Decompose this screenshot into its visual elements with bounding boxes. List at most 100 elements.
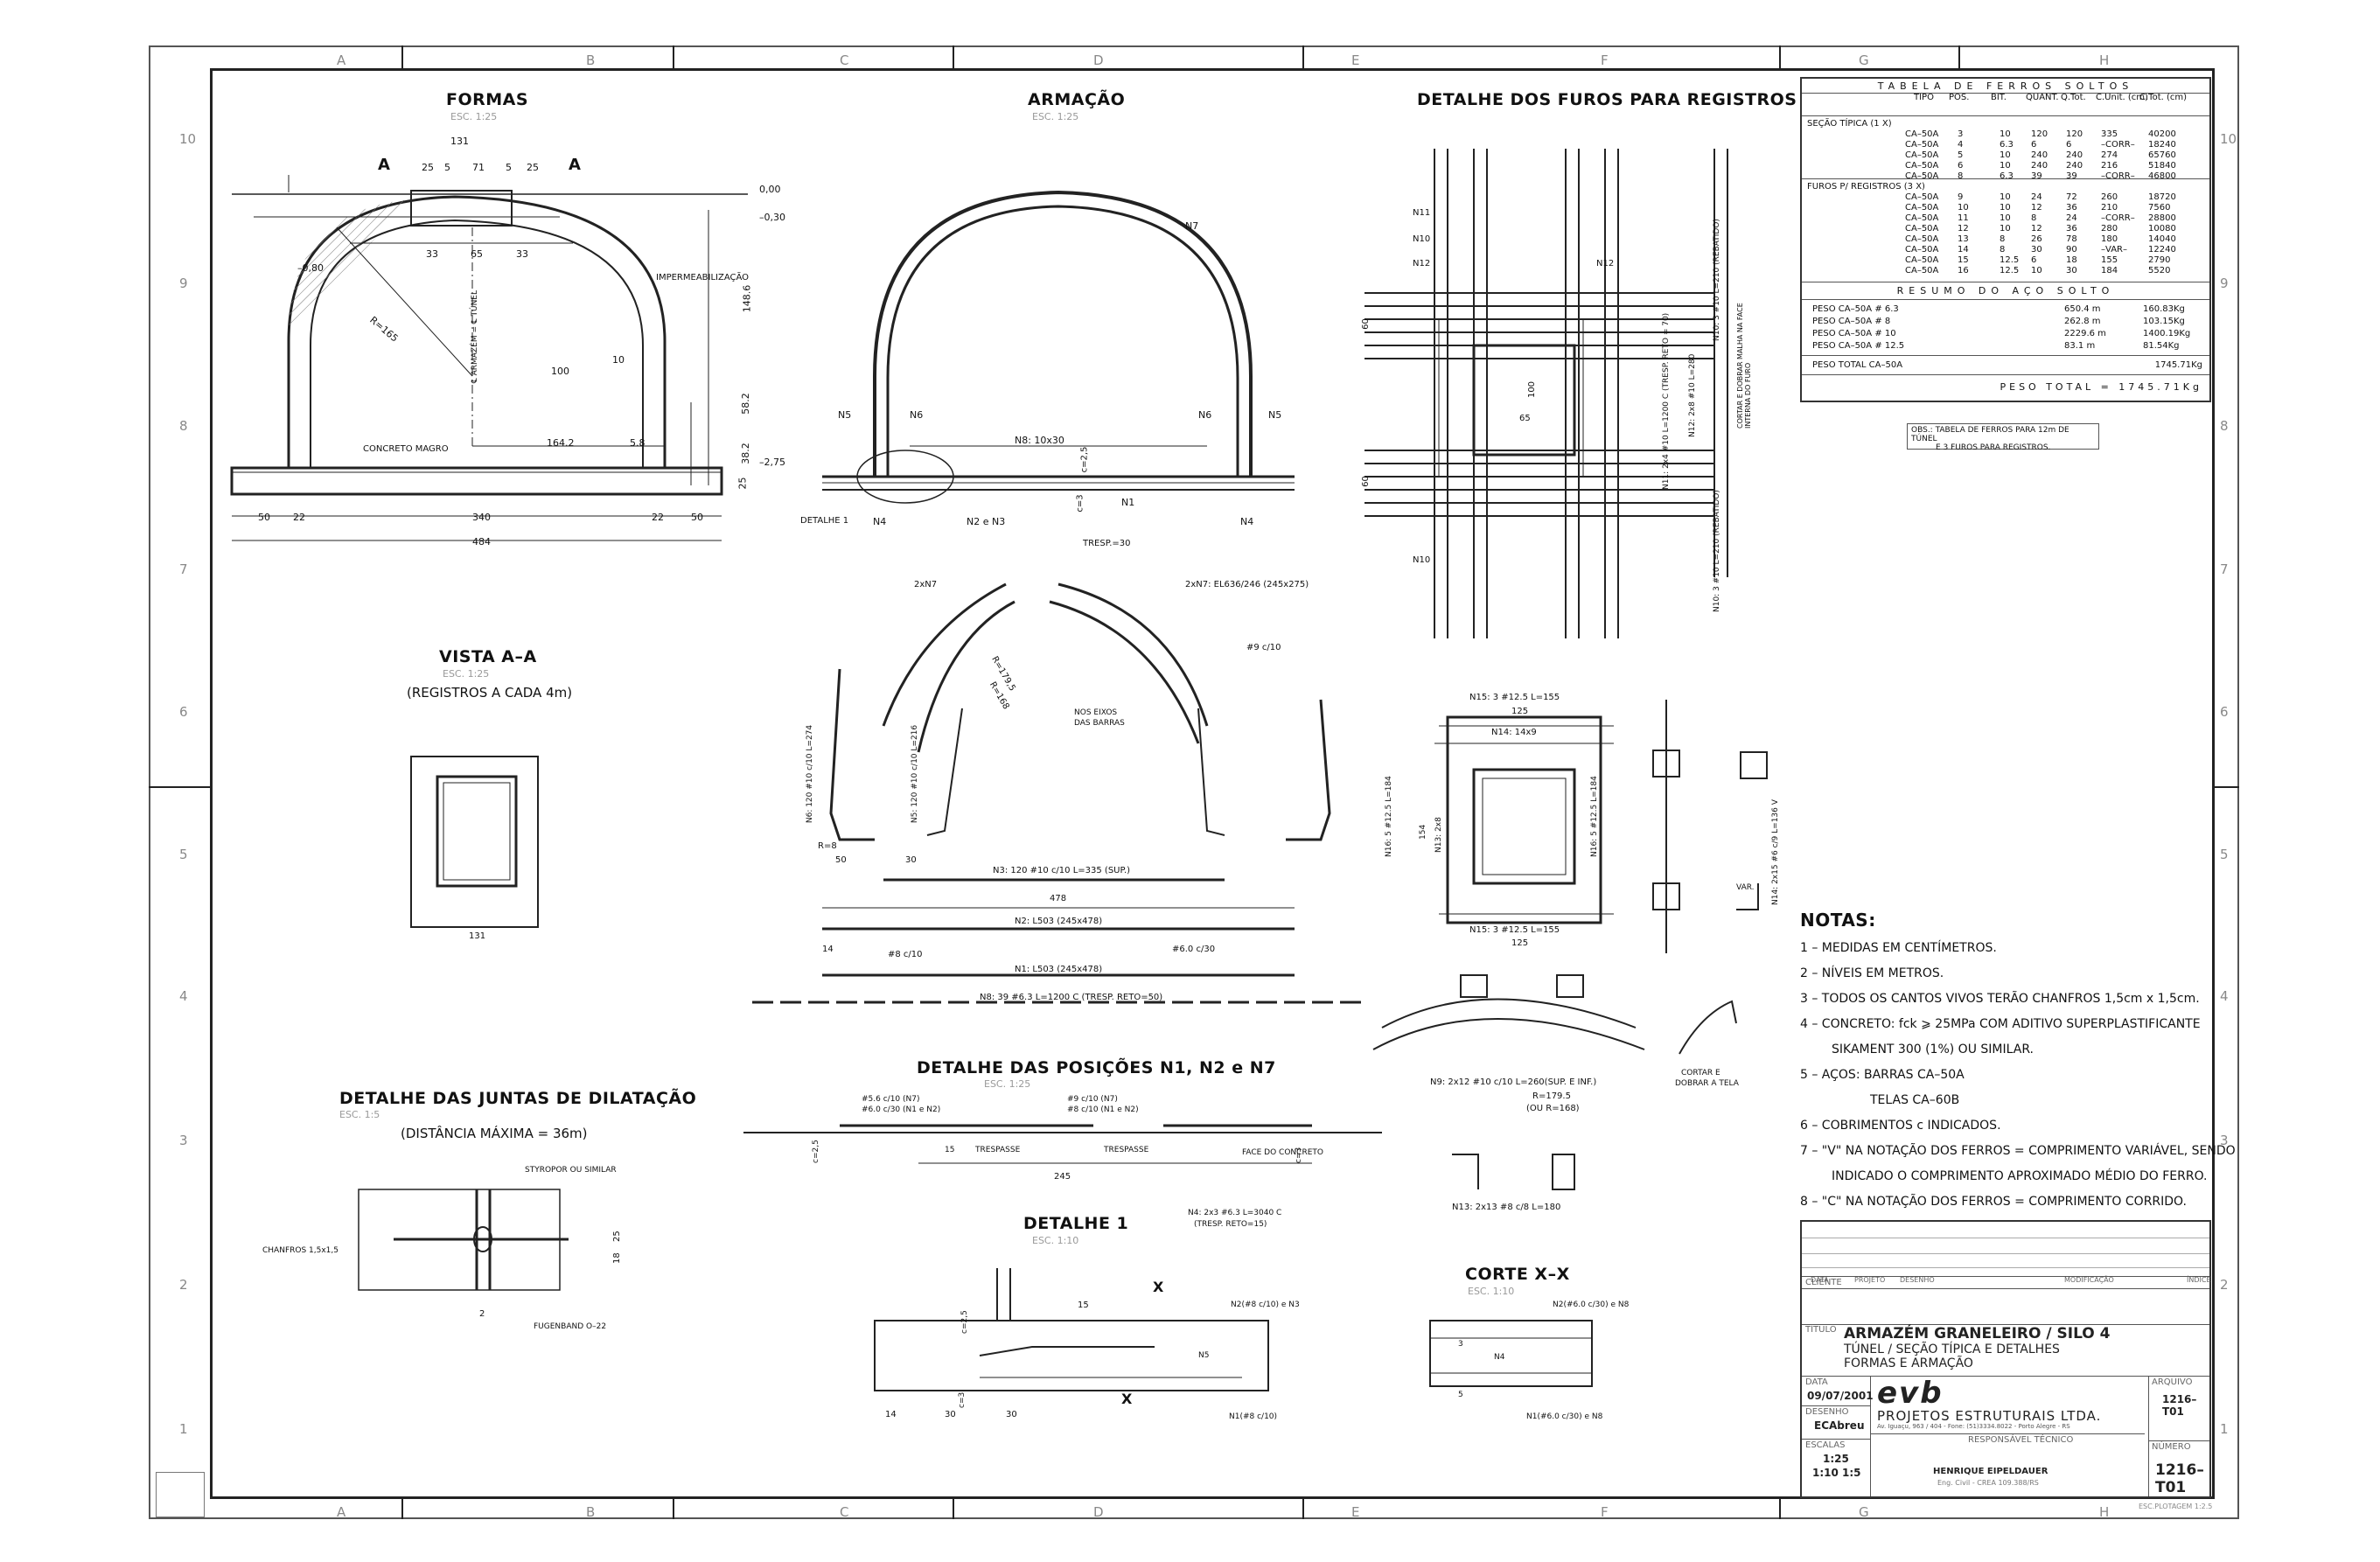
formas-dim: 25 — [527, 162, 539, 173]
grid-row-label: 7 — [179, 561, 188, 577]
posicoes-title: DETALHE DAS POSIÇÕES N1, N2 e N7 — [917, 1058, 1276, 1077]
grid-row-label: 9 — [179, 275, 188, 291]
bar-label: N10 — [1413, 234, 1431, 244]
table-cell: CA–50A — [1905, 192, 1939, 202]
bar-label: #9 c/10 (N7) — [1067, 1095, 1118, 1104]
bar-label: N6 — [910, 409, 924, 421]
detalhe1-title: DETALHE 1 — [1023, 1214, 1129, 1233]
grid-col-label: D — [1093, 52, 1104, 68]
bar-label: N10 — [1413, 555, 1431, 565]
table-cell: 8 — [2031, 213, 2037, 223]
concreto-magro-label: CONCRETO MAGRO — [363, 444, 449, 454]
resumo-title: RESUMO DO AÇO SOLTO — [1896, 285, 2115, 296]
table-cell: 5520 — [2148, 266, 2171, 275]
cut-note: DOBRAR A TELA — [1675, 1079, 1739, 1088]
bar-label: #5.6 c/10 (N7) — [862, 1095, 920, 1104]
bar-label: #9 c/10 — [1246, 643, 1281, 652]
table-group-label: FUROS P/ REGISTROS (3 X) — [1807, 182, 1925, 192]
titulo-label: TÍTULO — [1805, 1325, 1837, 1335]
resp-crea: Eng. Civil - CREA 109.388/RS — [1937, 1479, 2039, 1487]
table-cell: 28800 — [2148, 213, 2176, 223]
grid-row-label: 2 — [2220, 1277, 2229, 1293]
table-cell: 24 — [2066, 213, 2077, 223]
table-cell: –VAR– — [2101, 245, 2127, 255]
grid-col-label: B — [586, 1504, 596, 1520]
table-cell: CA–50A — [1905, 255, 1939, 265]
resumo-cell: PESO CA–50A # 8 — [1812, 317, 1891, 326]
cover-label: c=2,5 — [960, 1310, 969, 1334]
dim-label: 60 — [1360, 318, 1371, 330]
table-cell: 8 — [2000, 245, 2006, 255]
bar-label: N4 — [873, 516, 887, 527]
bar-label: N14: 2x15 #6 c/9 L=136 V — [1771, 799, 1780, 905]
formas-dim: 50 — [258, 512, 270, 523]
formas-dim: 10 — [612, 354, 625, 366]
grid-row-label: 10 — [179, 131, 197, 147]
table-header-cell: Q.Tot. — [2061, 93, 2086, 102]
cover-label: c=3 — [958, 1391, 967, 1408]
table-cell: 6 — [2031, 140, 2037, 150]
armacao-scale: ESC. 1:25 — [1032, 111, 1079, 122]
grid-col-label: E — [1351, 52, 1360, 68]
resp-name: HENRIQUE EIPELDAUER — [1933, 1467, 2048, 1476]
formas-dim: 164.2 — [547, 437, 575, 449]
company-logo: evb — [1877, 1376, 1944, 1411]
table-cell: 240 — [2031, 161, 2048, 171]
formas-dim: 22 — [652, 512, 664, 523]
dim-label: 14 — [822, 945, 834, 954]
grid-col-label: A — [337, 1504, 346, 1520]
table-cell: 240 — [2066, 150, 2083, 160]
dim-label: 65 — [1519, 414, 1531, 423]
table-cell: CA–50A — [1905, 203, 1939, 213]
table-cell: CA–50A — [1905, 234, 1939, 244]
grid-col-label: F — [1601, 52, 1609, 68]
grid-row-label: 5 — [2220, 847, 2229, 862]
resumo-cell: 650.4 m — [2064, 304, 2101, 314]
project-subtitle: FORMAS E ARMAÇÃO — [1844, 1356, 1973, 1370]
table-cell: CA–50A — [1905, 213, 1939, 223]
dim-label: 60 — [1360, 476, 1371, 487]
bar-label: #8 c/10 (N1 e N2) — [1067, 1105, 1139, 1114]
table-cell: 12.5 — [2000, 255, 2020, 265]
bar-label: N5 — [838, 409, 852, 421]
cut-mark-a: A — [569, 156, 581, 174]
formas-dim: 131 — [450, 136, 469, 147]
dim-label: 14 — [885, 1410, 897, 1419]
bar-label: N2(#6.0 c/30) e N8 — [1553, 1301, 1630, 1309]
grid-row-label: 6 — [2220, 704, 2229, 720]
project-title: ARMAZÉM GRANELEIRO / SILO 4 — [1844, 1325, 2111, 1342]
formas-dim: 100 — [551, 366, 569, 377]
formas-title: FORMAS — [446, 90, 529, 109]
formas-dim: 65 — [471, 248, 483, 260]
grid-row-label: 2 — [179, 1277, 188, 1293]
table-cell: 12240 — [2148, 245, 2176, 255]
grid-row-label: 8 — [179, 418, 188, 434]
nota-item: 6 – COBRIMENTOS c INDICADOS. — [1800, 1119, 2001, 1133]
bar-label: #6.0 c/30 — [1172, 945, 1216, 954]
table-cell: 65760 — [2148, 150, 2176, 160]
nota-item: SIKAMENT 300 (1%) OU SIMILAR. — [1832, 1042, 2034, 1056]
table-cell: 78 — [2066, 234, 2077, 244]
bar-label: N8: 39 #6.3 L=1200 C (TRESP. RETO=50) — [980, 993, 1163, 1002]
dim-label: 30 — [905, 855, 917, 865]
bar-label: N10: 3 #10 L=210 (REBATIDO) — [1713, 219, 1721, 341]
table-cell: CA–50A — [1905, 140, 1939, 150]
table-cell: 10 — [2000, 150, 2011, 160]
bar-label: N10: 3 #10 L=210 (REBATIDO) — [1713, 490, 1721, 612]
nota-item: 2 – NÍVEIS EM METROS. — [1800, 966, 1944, 980]
var-label: VAR. — [1736, 883, 1755, 892]
table-cell: 26 — [2031, 234, 2042, 244]
grid-col-label: E — [1351, 1504, 1360, 1520]
table-cell: 216 — [2101, 161, 2118, 171]
table-cell: 18240 — [2148, 140, 2176, 150]
level-label: –2,75 — [759, 457, 785, 468]
grid-col-label: B — [586, 52, 596, 68]
dim-label: 50 — [835, 855, 847, 865]
table-cell: CA–50A — [1905, 266, 1939, 275]
table-cell: 14 — [1958, 245, 1969, 255]
table-cell: 30 — [2066, 266, 2077, 275]
table-cell: 280 — [2101, 224, 2118, 234]
table-cell: 16 — [1958, 266, 1969, 275]
